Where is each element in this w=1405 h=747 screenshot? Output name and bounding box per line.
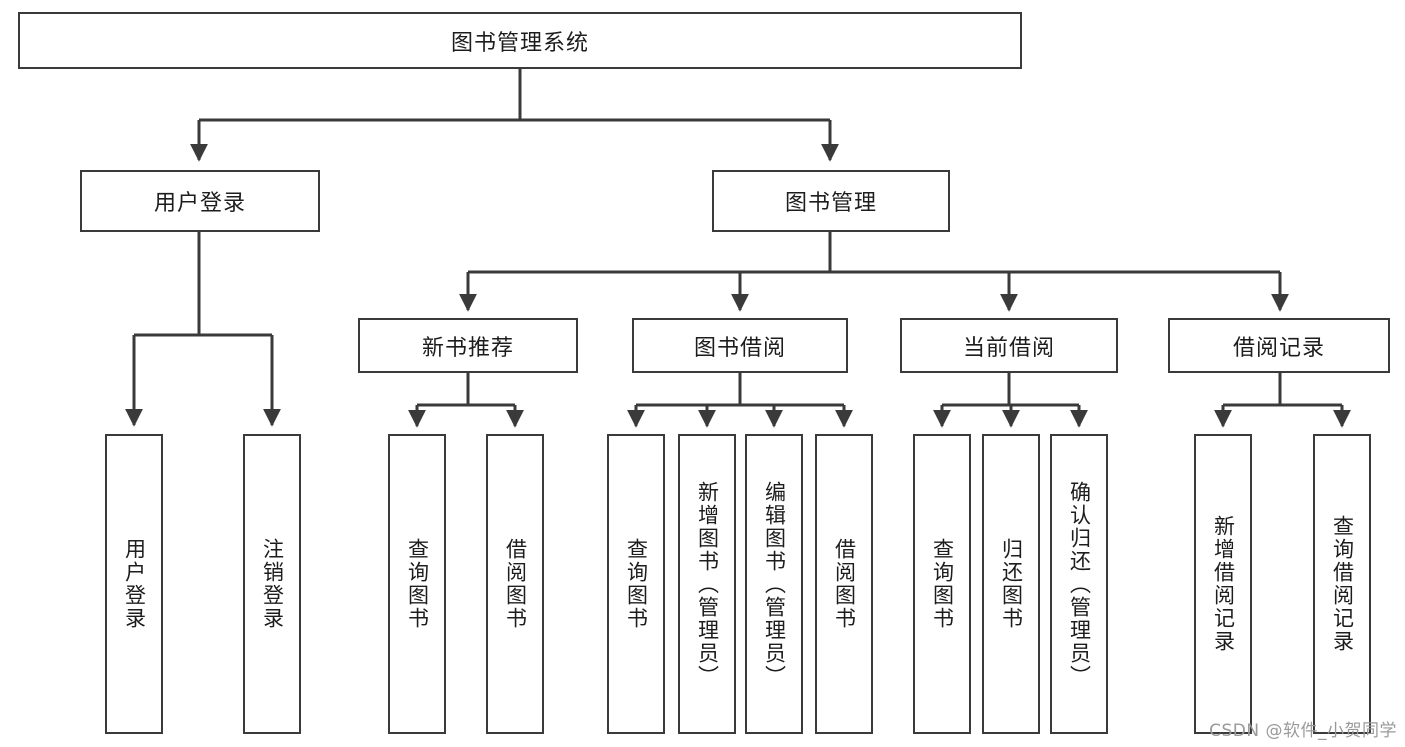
node-leaf-query-book-2[interactable]: 查询图书 [607, 434, 665, 734]
node-label: 图书借阅 [693, 335, 786, 361]
node-label: 用户登录 [122, 538, 147, 630]
node-user-login[interactable]: 用户登录 [80, 170, 320, 232]
node-leaf-query-borrow-record[interactable]: 查询借阅记录 [1313, 434, 1371, 734]
node-leaf-add-borrow-record[interactable]: 新增借阅记录 [1194, 434, 1252, 734]
node-label: 查询图书 [624, 538, 649, 630]
node-label: 新增图书（管理员） [695, 480, 720, 688]
node-label: 注销登录 [260, 538, 285, 630]
node-leaf-logout-login[interactable]: 注销登录 [243, 434, 301, 734]
node-label: 借阅图书 [832, 538, 857, 630]
node-current-borrow[interactable]: 当前借阅 [900, 318, 1118, 373]
node-label: 查询图书 [405, 538, 430, 630]
node-leaf-query-book-3[interactable]: 查询图书 [913, 434, 971, 734]
node-leaf-confirm-return[interactable]: 确认归还（管理员） [1050, 434, 1108, 734]
node-new-book-recommend[interactable]: 新书推荐 [358, 318, 578, 373]
node-label: 用户登录 [153, 191, 246, 216]
node-label: 查询借阅记录 [1330, 515, 1355, 653]
node-leaf-add-book[interactable]: 新增图书（管理员） [678, 434, 736, 734]
node-label: 当前借阅 [962, 335, 1055, 361]
node-leaf-edit-book[interactable]: 编辑图书（管理员） [745, 434, 803, 734]
node-label: 确认归还（管理员） [1067, 480, 1092, 688]
node-label: 借阅图书 [503, 538, 528, 630]
node-borrow-record[interactable]: 借阅记录 [1168, 318, 1390, 373]
node-label: 编辑图书（管理员） [762, 480, 787, 688]
node-label: 查询图书 [930, 538, 955, 630]
node-leaf-return-book[interactable]: 归还图书 [982, 434, 1040, 734]
watermark: CSDN @软件_小贺同学 [1209, 721, 1397, 741]
node-label: 图书管理系统 [450, 30, 589, 56]
node-leaf-borrow-book-1[interactable]: 借阅图书 [486, 434, 544, 734]
node-label: 新增借阅记录 [1211, 515, 1236, 653]
node-root-title[interactable]: 图书管理系统 [18, 12, 1022, 69]
node-label: 图书管理 [784, 191, 877, 216]
node-book-management[interactable]: 图书管理 [712, 170, 950, 232]
node-label: 新书推荐 [421, 335, 514, 361]
node-label: 借阅记录 [1232, 335, 1325, 361]
node-label: 归还图书 [999, 538, 1024, 630]
node-leaf-borrow-book-2[interactable]: 借阅图书 [815, 434, 873, 734]
node-leaf-user-login[interactable]: 用户登录 [105, 434, 163, 734]
node-leaf-query-book-1[interactable]: 查询图书 [388, 434, 446, 734]
node-book-borrow[interactable]: 图书借阅 [632, 318, 848, 373]
